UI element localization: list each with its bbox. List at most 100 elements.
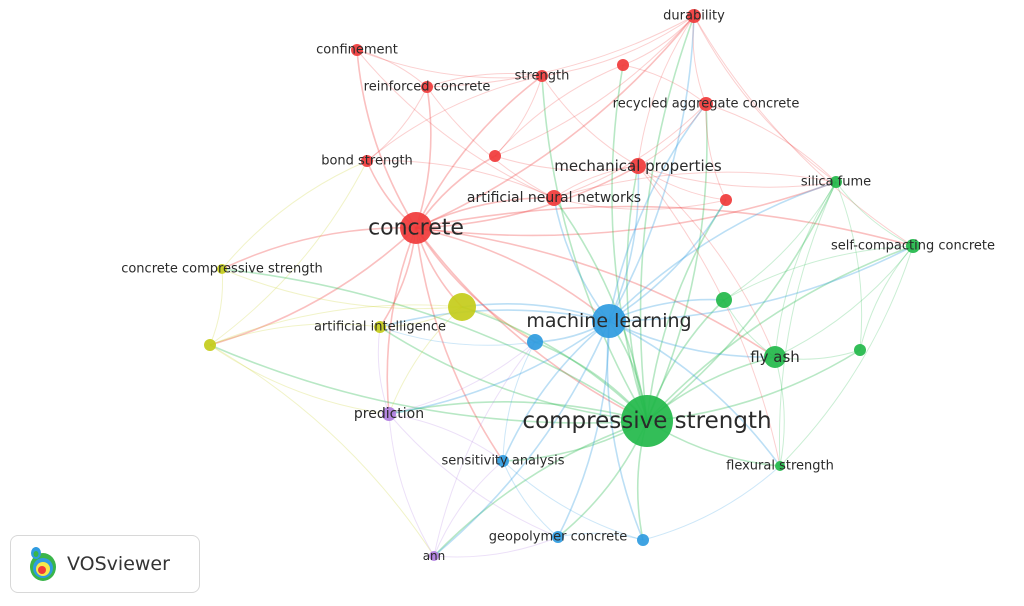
link-prediction-geopolymer_concrete: [388, 413, 559, 538]
label-mechanical-properties[interactable]: mechanical properties: [554, 157, 722, 175]
label-recycled-aggregate-concrete[interactable]: recycled aggregate concrete: [613, 97, 800, 112]
link-mechanical_properties-red_unlabeled_2: [494, 155, 639, 171]
link-prediction-blue_unlabeled_1: [388, 341, 536, 415]
link-durability-strength: [541, 15, 695, 77]
label-reinforced-concrete[interactable]: reinforced concrete: [364, 80, 491, 95]
link-strength-bond_strength: [366, 75, 543, 162]
link-silica_fume-green_unlabeled_1: [723, 181, 837, 301]
node-concrete[interactable]: [400, 212, 432, 244]
label-geopolymer-concrete[interactable]: geopolymer concrete: [489, 530, 628, 545]
node-flexural-strength[interactable]: [775, 461, 785, 471]
node-bond-strength[interactable]: [361, 155, 373, 167]
label-strength[interactable]: strength: [515, 69, 570, 84]
node-compressive-strength[interactable]: [621, 395, 673, 447]
node-reinforced-concrete[interactable]: [421, 81, 433, 93]
link-machine_learning-silica_fume: [608, 181, 837, 322]
link-compressive_strength-red_unlabeled_1: [611, 64, 648, 422]
node-concrete-compressive-strength[interactable]: [217, 264, 227, 274]
node-yellow-unlabeled-2[interactable]: [204, 339, 216, 351]
link-yellow_unlabeled_1-prediction: [388, 306, 463, 415]
label-concrete-compressive-strength[interactable]: concrete compressive strength: [121, 262, 323, 277]
node-artificial-neural-networks[interactable]: [546, 190, 562, 206]
link-concrete-compressive_strength: [415, 227, 648, 422]
label-durability[interactable]: durability: [663, 9, 725, 24]
node-machine-learning[interactable]: [592, 304, 626, 338]
label-confinement[interactable]: confinement: [316, 43, 398, 58]
link-layer: [209, 15, 914, 558]
link-strength-mechanical_properties: [541, 75, 639, 167]
link-machine_learning-artificial_intelligence: [379, 309, 610, 328]
link-prediction-ann: [388, 413, 435, 557]
link-concrete-strength: [415, 75, 543, 229]
node-durability[interactable]: [687, 9, 701, 23]
link-fly_ash-flexural_strength: [774, 356, 785, 467]
link-yellow_unlabeled_2-concrete_compressive_strength: [209, 268, 223, 346]
label-compressive-strength[interactable]: compressive strength: [522, 408, 771, 434]
node-geopolymer-concrete[interactable]: [552, 531, 564, 543]
link-concrete-mechanical_properties: [415, 165, 639, 229]
link-silica_fume-self_compacting_concrete: [835, 181, 914, 247]
node-confinement[interactable]: [351, 44, 363, 56]
node-strength[interactable]: [536, 70, 548, 82]
link-artificial_neural_networks-red_unlabeled_3: [553, 197, 727, 210]
node-fly-ash[interactable]: [764, 346, 786, 368]
node-red-unlabeled-3[interactable]: [720, 194, 732, 206]
label-fly-ash[interactable]: fly ash: [750, 348, 800, 366]
label-machine-learning[interactable]: machine learning: [526, 310, 691, 332]
label-bond-strength[interactable]: bond strength: [321, 154, 413, 169]
link-recycled_aggregate_concrete-silica_fume: [705, 103, 837, 183]
link-recycled_aggregate_concrete-red_unlabeled_1: [622, 64, 707, 105]
link-concrete-confinement: [356, 49, 417, 229]
link-self_compacting_concrete-green_unlabeled_2: [859, 245, 914, 351]
node-ann[interactable]: [429, 551, 439, 561]
node-self-compacting-concrete[interactable]: [906, 239, 920, 253]
link-machine_learning-artificial_neural_networks: [553, 197, 610, 322]
label-silica-fume[interactable]: silica fume: [801, 175, 871, 190]
link-concrete_compressive_strength-bond_strength: [221, 160, 368, 270]
node-green-unlabeled-2[interactable]: [854, 344, 866, 356]
node-yellow-unlabeled-1[interactable]: [448, 293, 476, 321]
link-machine_learning-self_compacting_concrete: [608, 245, 914, 322]
link-compressive_strength-strength: [541, 75, 648, 422]
node-red-unlabeled-2[interactable]: [489, 150, 501, 162]
link-machine_learning-ann: [433, 320, 610, 557]
node-sensitivity-analysis[interactable]: [497, 455, 509, 467]
link-durability-red_unlabeled_2: [494, 15, 695, 157]
link-compressive_strength-artificial_neural_networks: [553, 197, 648, 422]
link-strength-confinement: [356, 49, 543, 79]
link-durability-recycled_aggregate_concrete: [692, 15, 707, 105]
label-sensitivity-analysis[interactable]: sensitivity analysis: [442, 454, 565, 469]
label-flexural-strength[interactable]: flexural strength: [726, 459, 834, 474]
link-confinement-artificial_neural_networks: [356, 49, 555, 199]
node-blue-unlabeled-1[interactable]: [527, 334, 543, 350]
label-ann[interactable]: ann: [423, 549, 446, 563]
label-self-compacting-concrete[interactable]: self-compacting concrete: [831, 239, 995, 254]
link-durability-self_compacting_concrete: [693, 15, 914, 247]
node-mechanical-properties[interactable]: [630, 158, 646, 174]
label-concrete[interactable]: concrete: [368, 216, 464, 241]
label-artificial-intelligence[interactable]: artificial intelligence: [314, 320, 446, 335]
link-durability-red_unlabeled_1: [622, 15, 695, 66]
link-blue_unlabeled_2-flexural_strength: [642, 465, 781, 541]
node-silica-fume[interactable]: [830, 176, 842, 188]
link-concrete-concrete_compressive_strength: [221, 227, 417, 270]
node-artificial-intelligence[interactable]: [374, 321, 386, 333]
label-artificial-neural-networks[interactable]: artificial neural networks: [467, 190, 641, 206]
node-blue-unlabeled-2[interactable]: [637, 534, 649, 546]
link-reinforced_concrete-confinement: [356, 49, 428, 88]
link-concrete-artificial_neural_networks: [415, 197, 555, 229]
link-recycled_aggregate_concrete-red_unlabeled_3: [705, 103, 727, 201]
node-green-unlabeled-1[interactable]: [716, 292, 732, 308]
node-red-unlabeled-1[interactable]: [617, 59, 629, 71]
link-concrete-reinforced_concrete: [415, 86, 432, 229]
link-machine_learning-flexural_strength: [608, 320, 781, 467]
link-red_unlabeled_1-red_unlabeled_2: [494, 64, 624, 157]
label-prediction[interactable]: prediction: [354, 406, 424, 422]
label-layer: concrete confinement reinforced concrete st…: [121, 9, 995, 564]
link-prediction-artificial_intelligence: [377, 326, 390, 415]
link-silica_fume-flexural_strength: [778, 181, 837, 467]
link-compressive_strength-yellow_unlabeled_1: [461, 306, 648, 422]
node-prediction[interactable]: [382, 407, 396, 421]
node-recycled-aggregate-concrete[interactable]: [699, 97, 713, 111]
link-geopolymer_concrete-blue_unlabeled_2: [557, 532, 644, 541]
